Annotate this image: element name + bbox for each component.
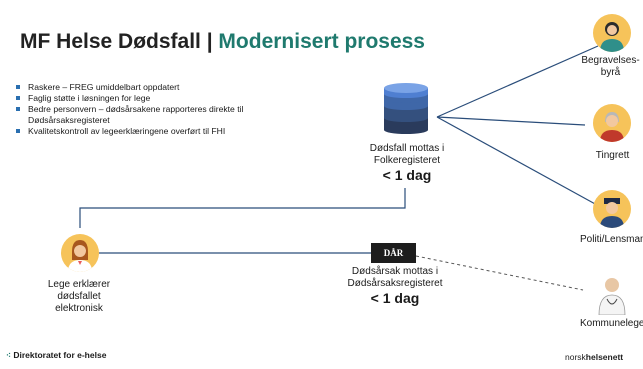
dar-badge: DÅR [371, 243, 416, 263]
line-to-tingrett [436, 116, 586, 126]
benefit-item: Faglig støtte i løsningen for lege [14, 93, 314, 104]
line-lege-to-folkeregister [79, 188, 406, 228]
tingrett-label: Tingrett [595, 150, 630, 161]
folkeregister-block: Dødsfall mottas i Folkeregisteret < 1 da… [352, 143, 462, 183]
database-icon [384, 83, 428, 134]
lege-line2: dødsfallet [57, 291, 101, 302]
lege-block: Lege erklærer dødsfallet elektronisk [34, 279, 124, 315]
begravelse-block: Begravelses- byrå [578, 55, 643, 79]
title-part2: Modernisert prosess [218, 30, 425, 53]
dodsarsak-label-line1: Dødsårsak mottas i [351, 266, 439, 277]
footer-right-bold: helsenett [585, 352, 624, 362]
benefit-item: Kvalitetskontroll av legeerklæringene ov… [14, 126, 314, 137]
judge-icon [593, 104, 631, 142]
begravelse-line1: Begravelses- [581, 55, 640, 66]
kommunelege-icon [598, 278, 626, 315]
doctor-icon [61, 234, 99, 272]
title-separator: | [200, 30, 219, 53]
footer-right-normal: norsk [565, 352, 586, 362]
lege-line3: elektronisk [55, 303, 103, 314]
line-to-begravelse [436, 45, 599, 118]
begravelse-line2: byrå [600, 67, 621, 78]
lege-line1: Lege erklærer [47, 279, 111, 290]
title-part1: MF Helse Dødsfall [20, 30, 201, 53]
page-title: MF Helse Dødsfall | Modernisert prosess [20, 30, 425, 54]
dodsarsak-label-line2: Dødsårsaksregisteret [347, 278, 443, 289]
footer-logo-direktoratet: ⁖ Direktoratet for e-helse [6, 350, 106, 361]
line-dar-to-kommunelege [415, 255, 584, 291]
dots-logo-icon: ⁖ [6, 350, 11, 360]
folkeregister-time: < 1 dag [382, 167, 432, 183]
footer-logo-norskhelsenett: norskhelsenett [565, 352, 623, 362]
kommunelege-label: Kommunelege [580, 318, 643, 329]
folkeregister-label-line2: Folkeregisteret [373, 155, 441, 166]
kommunelege-block: Kommunelege [580, 318, 643, 330]
benefit-list: Raskere – FREG umiddelbart oppdatert Fag… [14, 82, 314, 137]
dodsarsak-block: Dødsårsak mottas i Dødsårsaksregisteret … [335, 266, 455, 306]
folkeregister-label-line1: Dødsfall mottas i [369, 143, 445, 154]
tingrett-block: Tingrett [585, 150, 640, 162]
police-icon [593, 190, 631, 228]
footer-left-text: Direktoratet for e-helse [13, 350, 107, 360]
benefit-item: Raskere – FREG umiddelbart oppdatert [14, 82, 314, 93]
politi-label: Politi/Lensmann [580, 234, 643, 245]
line-to-politi [436, 116, 598, 206]
undertaker-icon [593, 14, 631, 52]
dodsarsak-time: < 1 dag [370, 290, 420, 306]
benefit-item: Bedre personvern – dødsårsakene rapporte… [14, 104, 258, 126]
politi-block: Politi/Lensmann [580, 234, 643, 246]
